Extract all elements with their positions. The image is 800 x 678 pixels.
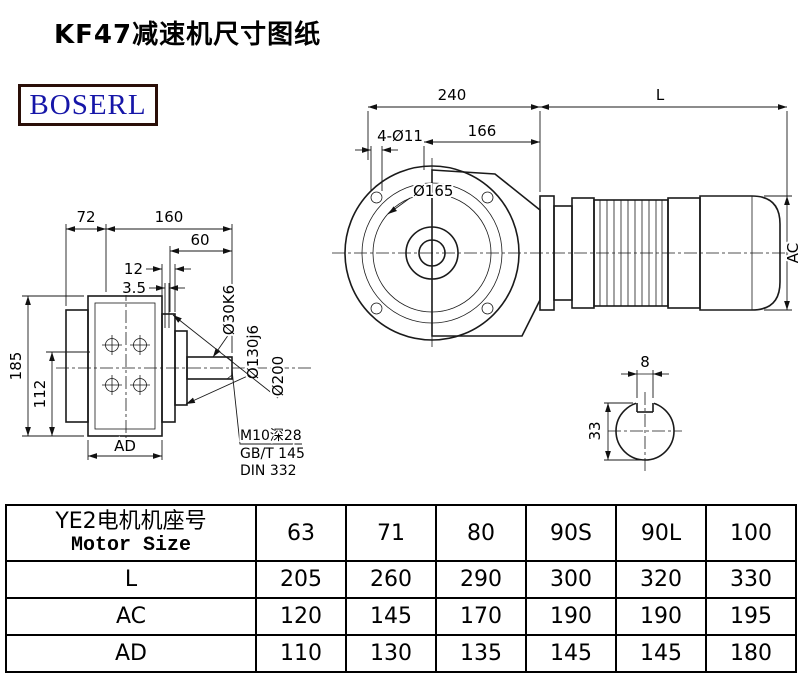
cell: 330 <box>705 560 797 599</box>
note-din: DIN 332 <box>240 463 297 479</box>
dim-label-l: L <box>656 86 665 104</box>
dim-label-3-5: 3.5 <box>122 279 146 297</box>
cell: 180 <box>705 634 797 673</box>
motor-size-col: 100 <box>705 504 797 562</box>
technical-drawing: 72 160 60 12 3.5 185 <box>5 84 800 481</box>
cell: 145 <box>615 634 707 673</box>
cell: 320 <box>615 560 707 599</box>
note-gbt: GB/T 145 <box>240 446 305 462</box>
dim-label-185: 185 <box>7 352 25 381</box>
motor-size-col: 80 <box>435 504 527 562</box>
dim-label-12: 12 <box>124 260 143 278</box>
cell: 120 <box>255 597 347 636</box>
table-header-row: YE2电机机座号 Motor Size 63 71 80 90S 90L 100 <box>5 504 797 562</box>
table-row-l: L 205 260 290 300 320 330 <box>5 560 797 599</box>
table-row-ad: AD 110 130 135 145 145 180 <box>5 634 797 673</box>
cell: 135 <box>435 634 527 673</box>
side-view: 72 160 60 12 3.5 185 <box>5 206 312 481</box>
cell: 300 <box>525 560 617 599</box>
motor-size-col: 90L <box>615 504 707 562</box>
label-spigot-dia: Ø130j6 <box>244 325 262 379</box>
row-label: AC <box>5 597 257 636</box>
dim-label-72: 72 <box>76 208 95 226</box>
note-tap-hole: M10深28 <box>240 428 302 444</box>
table-header-cn: YE2电机机座号 <box>55 508 207 534</box>
shaft-section-view: 8 33 <box>584 351 682 472</box>
motor-size-table: YE2电机机座号 Motor Size 63 71 80 90S 90L 100… <box>5 504 797 673</box>
dim-label-33: 33 <box>586 421 604 440</box>
cell: 195 <box>705 597 797 636</box>
dim-label-ac: AC <box>784 243 800 263</box>
table-header-cell: YE2电机机座号 Motor Size <box>5 504 257 562</box>
cell: 110 <box>255 634 347 673</box>
dim-label-166: 166 <box>468 122 497 140</box>
cell: 205 <box>255 560 347 599</box>
cell: 130 <box>345 634 437 673</box>
motor-size-col: 63 <box>255 504 347 562</box>
row-label: AD <box>5 634 257 673</box>
dim-label-240: 240 <box>438 86 467 104</box>
label-flange-dia: Ø200 <box>269 356 287 396</box>
table-row-ac: AC 120 145 170 190 190 195 <box>5 597 797 636</box>
page-title: KF47减速机尺寸图纸 <box>54 20 322 50</box>
cell: 145 <box>525 634 617 673</box>
cell: 190 <box>615 597 707 636</box>
row-label: L <box>5 560 257 599</box>
label-shaft-dia: Ø30K6 <box>220 285 238 335</box>
cell: 190 <box>525 597 617 636</box>
cell: 290 <box>435 560 527 599</box>
boserl-logo: BOSERL <box>18 84 158 126</box>
cell: 170 <box>435 597 527 636</box>
front-view: 240 L 4-Ø11 166 Ø165 AC <box>332 84 800 350</box>
dim-label-160: 160 <box>155 208 184 226</box>
dim-label-ad: AD <box>114 437 136 455</box>
logo-text: BOSERL <box>29 88 147 121</box>
flange-bolt-holes <box>370 191 494 315</box>
dim-label-60: 60 <box>190 231 209 249</box>
cell: 145 <box>345 597 437 636</box>
motor-size-col: 90S <box>525 504 617 562</box>
dim-label-8: 8 <box>640 353 650 371</box>
motor-size-col: 71 <box>345 504 437 562</box>
dim-label-112: 112 <box>31 380 49 409</box>
dim-label-bolt-holes: 4-Ø11 <box>377 127 423 145</box>
cell: 260 <box>345 560 437 599</box>
table-header-en: Motor Size <box>70 534 192 558</box>
face-bolt-holes <box>102 335 150 395</box>
label-flange-circle: Ø165 <box>413 182 453 200</box>
